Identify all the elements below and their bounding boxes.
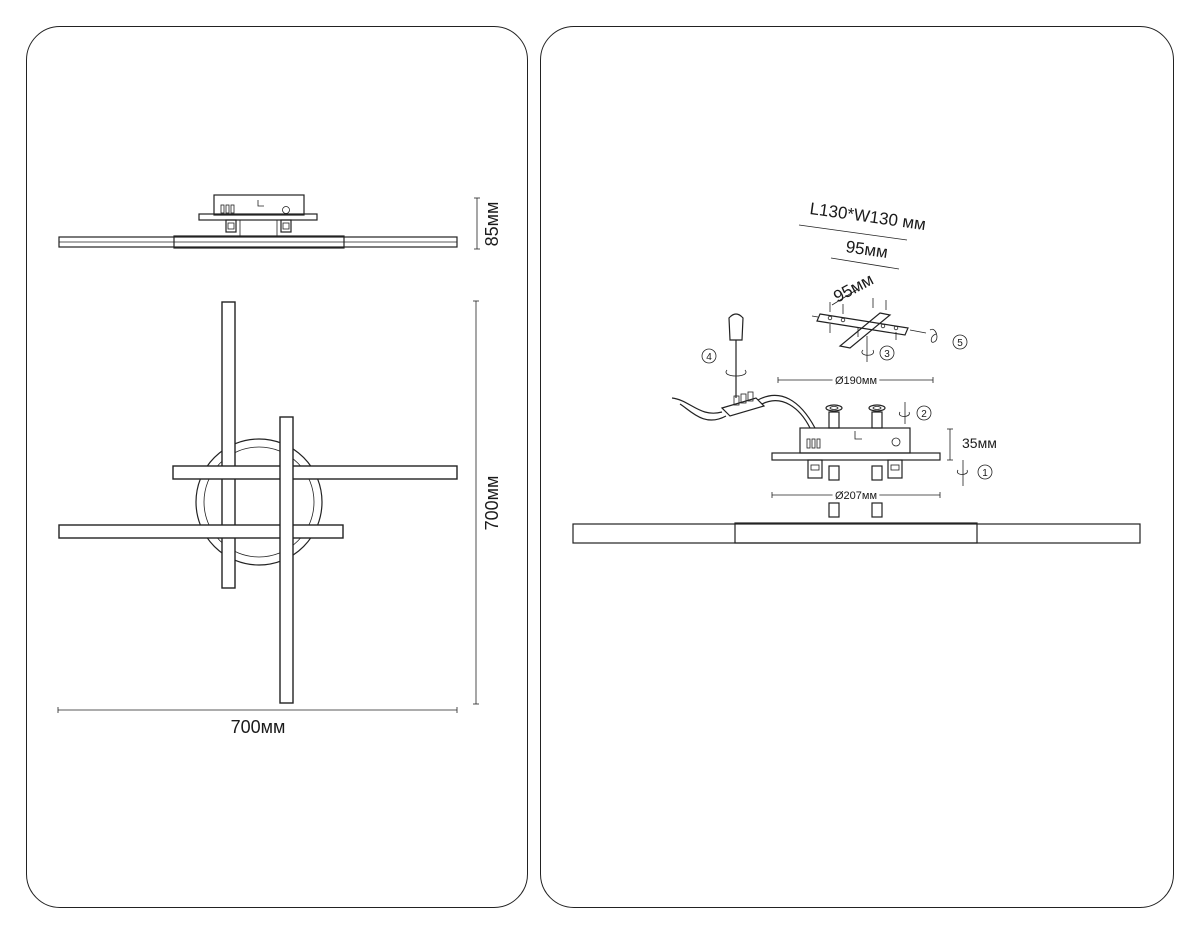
bracket-span-a-label: 95мм <box>845 237 890 262</box>
inner-diameter-label: Ø190мм <box>835 375 877 387</box>
mounting-bracket <box>811 298 938 349</box>
step-4-marker: 4 <box>701 348 717 364</box>
right-panel-frame <box>540 26 1174 908</box>
side-view-clamps <box>225 219 292 236</box>
top-view-height-label: 700мм <box>482 476 502 531</box>
step-1-number: 1 <box>982 468 988 479</box>
outer-diameter-dimension: Ø207мм <box>771 487 941 505</box>
step-1-marker: 1 <box>956 460 993 486</box>
step-2-number: 2 <box>921 409 927 420</box>
mounting-screws <box>825 404 886 429</box>
horizontal-bar-left <box>58 524 344 539</box>
side-view-height-dimension: 85мм <box>474 197 502 250</box>
terminal-block <box>720 391 766 417</box>
base-clamps <box>807 459 903 481</box>
inner-diameter-dimension: Ø190мм <box>777 372 934 390</box>
step-5-number: 5 <box>957 338 963 349</box>
mains-wires <box>671 394 816 429</box>
top-view-light-bars <box>58 301 458 704</box>
side-view-light-bar <box>58 235 458 249</box>
left-panel-frame <box>26 26 528 908</box>
step-5-marker: 5 <box>952 334 968 350</box>
side-view-canopy <box>198 194 318 221</box>
side-view-height-label: 85мм <box>482 202 502 247</box>
vertical-bar-lower <box>279 416 294 704</box>
step-2-marker: 2 <box>898 402 932 424</box>
step-4-number: 4 <box>706 352 712 363</box>
side-view: 85мм <box>58 194 502 250</box>
bracket-span-b-label: 95мм <box>830 270 876 307</box>
horizontal-bar-right <box>172 465 458 480</box>
base-height-dimension: 35мм <box>947 428 997 461</box>
top-view-width-label: 700мм <box>231 717 286 737</box>
bar-mounting-pins <box>828 502 883 518</box>
top-view-height-dimension: 700мм <box>473 300 502 705</box>
step-3-number: 3 <box>884 349 890 360</box>
base-height-label: 35мм <box>962 435 997 451</box>
light-bar-side-view <box>572 522 1141 544</box>
top-view-canopy-ring <box>195 438 323 566</box>
canopy-base <box>771 427 941 461</box>
step-3-marker: 3 <box>861 336 895 362</box>
screwdriver <box>725 313 747 398</box>
mounting-bracket-dimensions: L130*W130 мм 95мм 95мм <box>798 199 927 307</box>
outer-diameter-label: Ø207мм <box>835 490 877 502</box>
vertical-bar-upper <box>221 301 236 589</box>
top-view-width-dimension: 700мм <box>57 707 458 737</box>
top-view: 700мм 700мм <box>57 300 502 737</box>
